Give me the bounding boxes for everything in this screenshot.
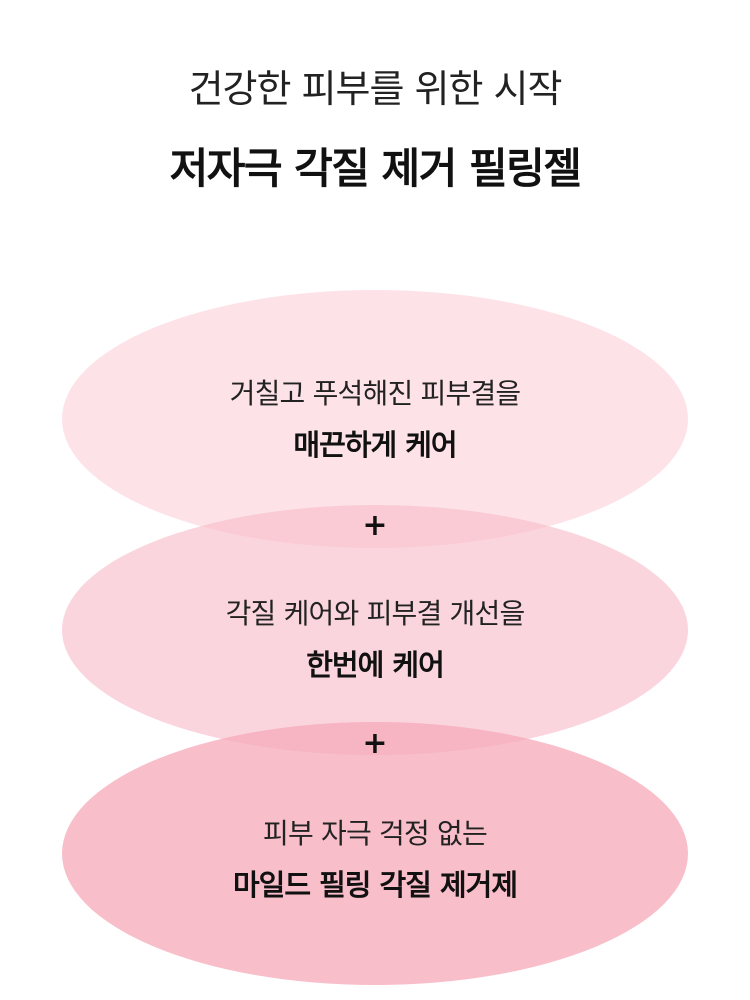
plus-separator-2: + xyxy=(362,726,388,761)
feature-1-highlight: 매끈하게 케어 xyxy=(293,428,457,462)
subtitle: 건강한 피부를 위한 시작 xyxy=(188,67,563,111)
feature-2-text: 각질 케어와 피부결 개선을 xyxy=(225,597,526,630)
feature-2-highlight: 한번에 케어 xyxy=(306,648,445,682)
feature-3-text: 피부 자극 걱정 없는 xyxy=(263,817,488,850)
plus-separator-1: + xyxy=(362,508,388,543)
page-title: 저자극 각질 제거 필링젤 xyxy=(169,144,582,193)
feature-3-highlight: 마일드 필링 각질 제거제 xyxy=(232,868,518,902)
feature-1-text: 거칠고 푸석해진 피부결을 xyxy=(229,377,522,410)
feature-ellipse-3 xyxy=(62,722,688,985)
feature-ellipse-2 xyxy=(62,505,688,755)
